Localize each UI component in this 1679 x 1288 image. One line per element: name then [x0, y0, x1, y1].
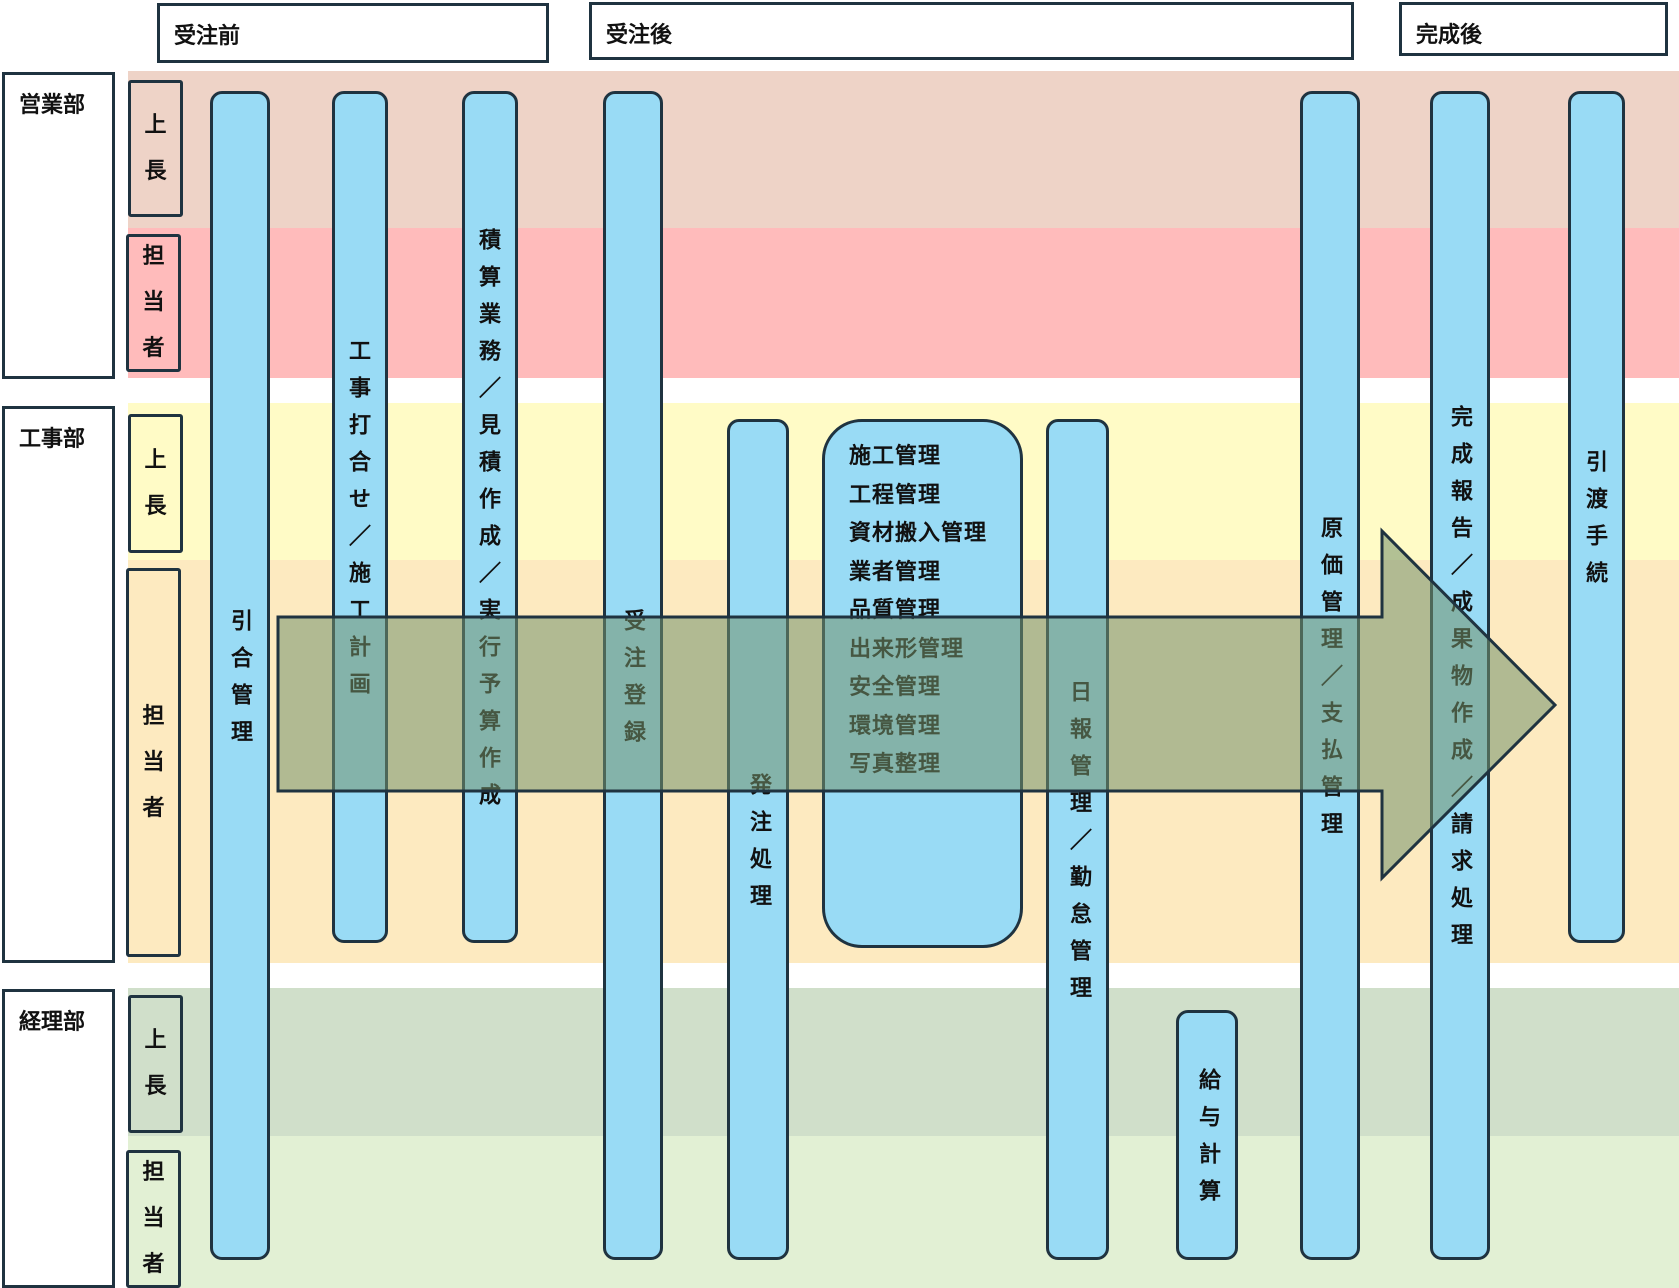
- process-cost-payment: 原価管理／支払管理: [1300, 91, 1360, 1260]
- role-sales-manager: 上長: [128, 80, 183, 217]
- role-label-char: 当: [142, 290, 165, 315]
- phase-before-order: 受注前: [157, 3, 549, 63]
- process-daily-report-attendance: 日報管理／勤怠管理: [1046, 419, 1109, 1260]
- process-handover: 引渡手続: [1568, 91, 1625, 943]
- process-label: 完成報告／成果物作成／請求処理: [1447, 405, 1472, 960]
- role-label-char: 長: [144, 493, 167, 519]
- dept-accounting: 経理部: [2, 989, 115, 1288]
- process-label: 引合管理: [227, 608, 252, 757]
- role-accounting-staff: 担当者: [126, 1150, 181, 1288]
- role-construction-manager: 上長: [128, 414, 183, 553]
- phase-after-order: 受注後: [589, 2, 1354, 60]
- band-accounting-staff: [128, 1136, 1679, 1288]
- construction-task-item: 品質管理: [849, 598, 942, 623]
- phase-after-completion: 完成後: [1399, 2, 1668, 56]
- construction-task-list: 施工管理工程管理資材搬入管理業者管理品質管理出来形管理安全管理環境管理写真整理: [849, 438, 1020, 785]
- role-label-char: 上: [144, 112, 167, 138]
- construction-task-item: 施工管理: [849, 444, 942, 469]
- construction-task-item: 業者管理: [849, 559, 942, 585]
- role-construction-staff: 担当者: [126, 568, 181, 957]
- role-label-char: 者: [142, 336, 165, 361]
- process-label: 発注処理: [746, 772, 771, 921]
- construction-task-item: 写真整理: [849, 752, 942, 777]
- process-label: 引渡手続: [1582, 450, 1607, 598]
- process-label: 給与計算: [1195, 1068, 1220, 1216]
- construction-task-item: 工程管理: [849, 482, 942, 508]
- role-label-char: 上: [144, 1028, 167, 1053]
- process-completion-billing: 完成報告／成果物作成／請求処理: [1430, 91, 1490, 1260]
- process-payroll: 給与計算: [1176, 1010, 1238, 1260]
- process-label: 工事打合せ／施工計画: [345, 339, 370, 709]
- process-purchase-order: 発注処理: [727, 419, 789, 1260]
- process-estimation-budget: 積算業務／見積作成／実行予算作成: [462, 91, 518, 943]
- role-label-char: 長: [144, 1074, 167, 1099]
- construction-task-item: 出来形管理: [849, 636, 965, 662]
- role-label-char: 当: [142, 1206, 165, 1231]
- process-label: 日報管理／勤怠管理: [1066, 680, 1091, 1013]
- role-label-char: 当: [142, 749, 165, 775]
- construction-task-item: 資材搬入管理: [849, 521, 988, 546]
- process-inquiry-management: 引合管理: [210, 91, 270, 1260]
- process-label: 積算業務／見積作成／実行予算作成: [475, 228, 500, 820]
- role-label-char: 担: [142, 703, 165, 729]
- role-label-char: 上: [144, 447, 167, 473]
- role-label-char: 者: [142, 1252, 165, 1277]
- role-label-char: 担: [142, 244, 165, 269]
- role-accounting-manager: 上長: [128, 995, 183, 1133]
- role-label-char: 長: [144, 158, 167, 184]
- dept-construction: 工事部: [2, 406, 115, 963]
- process-label: 受注登録: [620, 608, 645, 757]
- construction-task-item: 環境管理: [849, 713, 942, 739]
- band-accounting-manager: [128, 988, 1679, 1136]
- role-label-char: 担: [142, 1160, 165, 1185]
- construction-task-item: 安全管理: [849, 675, 942, 700]
- process-order-registration: 受注登録: [603, 91, 663, 1260]
- dept-sales: 営業部: [2, 72, 115, 379]
- construction-tasks-box: 施工管理工程管理資材搬入管理業者管理品質管理出来形管理安全管理環境管理写真整理: [822, 419, 1023, 948]
- role-label-char: 者: [142, 795, 165, 821]
- process-label: 原価管理／支払管理: [1317, 516, 1342, 849]
- role-sales-staff: 担当者: [126, 234, 181, 372]
- process-meeting-planning: 工事打合せ／施工計画: [332, 91, 388, 943]
